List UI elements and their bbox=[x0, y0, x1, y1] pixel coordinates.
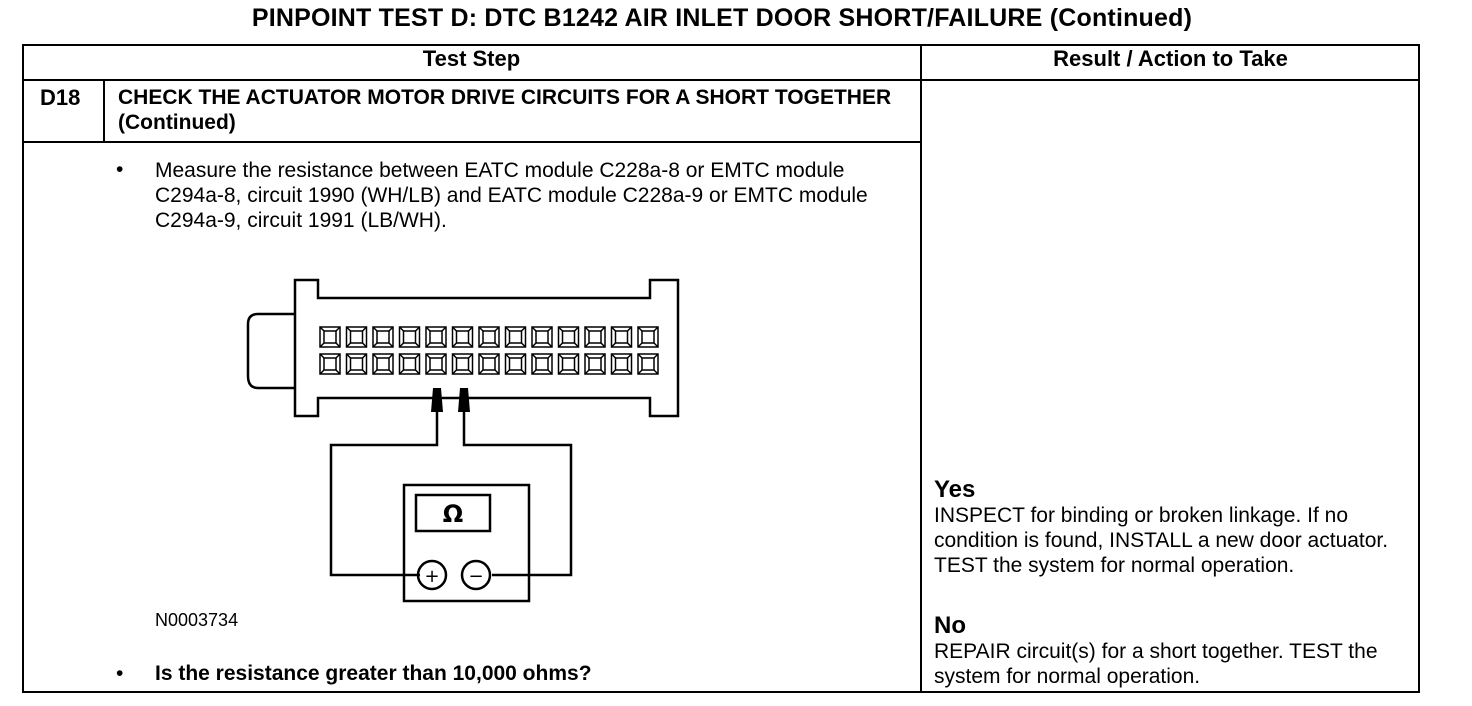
pin-cavity bbox=[451, 353, 474, 375]
connector-pins bbox=[319, 326, 659, 375]
connector-body bbox=[293, 278, 680, 418]
measure-instruction: Measure the resistance between EATC modu… bbox=[155, 159, 868, 232]
pin-cavity bbox=[319, 326, 341, 348]
step-id-divider bbox=[103, 80, 105, 142]
connector-ohmmeter-diagram: Ω + − bbox=[246, 278, 680, 603]
column-divider bbox=[920, 44, 922, 693]
page-title: PINPOINT TEST D: DTC B1242 AIR INLET DOO… bbox=[251, 4, 1193, 32]
pin-cavity bbox=[637, 353, 659, 375]
step-title-divider bbox=[22, 141, 921, 143]
bullet-question: • bbox=[116, 662, 124, 685]
pin-cavity bbox=[610, 353, 633, 375]
ohm-symbol: Ω bbox=[443, 500, 463, 528]
no-label: No bbox=[934, 612, 966, 639]
pin-cavity bbox=[637, 326, 659, 348]
pin-cavity bbox=[425, 353, 447, 375]
pin-cavity bbox=[319, 353, 341, 375]
step-title: CHECK THE ACTUATOR MOTOR DRIVE CIRCUITS … bbox=[118, 86, 892, 134]
bullet-measure: • bbox=[116, 158, 124, 181]
pin-cavity bbox=[504, 326, 527, 348]
plus-symbol: + bbox=[424, 566, 439, 587]
pin-cavity bbox=[478, 353, 500, 375]
header-test-step: Test Step bbox=[422, 46, 521, 71]
test-table bbox=[22, 44, 1420, 693]
meter-minus-terminal bbox=[460, 559, 492, 591]
header-result-action: Result / Action to Take bbox=[1053, 46, 1288, 71]
pin-cavity bbox=[531, 326, 553, 348]
ohmmeter-body bbox=[402, 483, 531, 603]
pin-cavity bbox=[584, 353, 606, 375]
pin-cavity bbox=[372, 353, 394, 375]
pin-cavity bbox=[398, 353, 421, 375]
pin-cavity bbox=[557, 326, 580, 348]
pin-cavity bbox=[345, 353, 368, 375]
meter-probes bbox=[431, 388, 470, 412]
resistance-question: Is the resistance greater than 10,000 oh… bbox=[155, 662, 592, 685]
yes-label: Yes bbox=[934, 476, 976, 503]
step-id: D18 bbox=[40, 85, 81, 110]
connector-latch bbox=[246, 312, 295, 390]
pin-cavity bbox=[557, 353, 580, 375]
lead-positive bbox=[329, 412, 439, 577]
no-action: REPAIR circuit(s) for a short together. … bbox=[934, 640, 1378, 688]
pin-cavity bbox=[372, 326, 394, 348]
yes-action: INSPECT for binding or broken linkage. I… bbox=[934, 504, 1389, 577]
pin-cavity bbox=[504, 353, 527, 375]
ohmmeter-display bbox=[414, 493, 492, 533]
pin-cavity bbox=[425, 326, 447, 348]
meter-plus-terminal bbox=[416, 559, 448, 591]
figure-id: N0003734 bbox=[155, 610, 239, 630]
pin-cavity bbox=[610, 326, 633, 348]
minus-symbol: − bbox=[468, 566, 483, 587]
header-divider bbox=[22, 79, 1420, 81]
pin-cavity bbox=[531, 353, 553, 375]
pin-cavity bbox=[398, 326, 421, 348]
pin-cavity bbox=[451, 326, 474, 348]
lead-negative bbox=[462, 412, 573, 577]
pin-cavity bbox=[345, 326, 368, 348]
pin-cavity bbox=[478, 326, 500, 348]
pin-cavity bbox=[584, 326, 606, 348]
